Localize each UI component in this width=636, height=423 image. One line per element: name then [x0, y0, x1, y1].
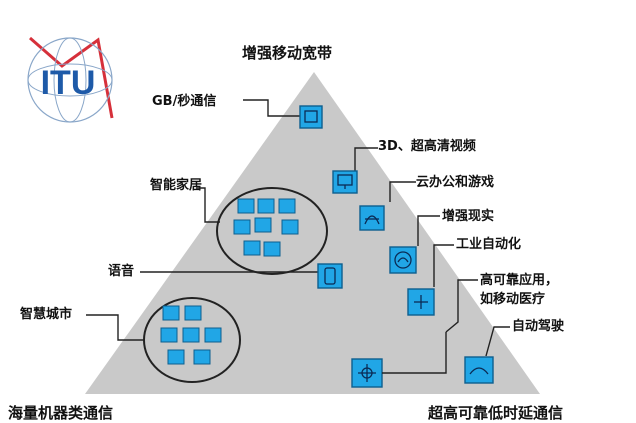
home-device-icon — [237, 198, 255, 214]
smart-home-leader — [196, 187, 220, 223]
smart-home-cluster — [216, 187, 328, 275]
lightning-bolt-icon — [29, 36, 114, 119]
city-device-icon — [193, 349, 211, 365]
gbps-label: GB/秒通信 — [152, 93, 216, 109]
gbps-icon — [299, 105, 323, 129]
uhd-video-label: 3D、超高清视频 — [378, 138, 476, 154]
city-device-icon — [184, 305, 202, 321]
smart-city-leader — [86, 314, 145, 341]
corner-bottom-left-label: 海量机器类通信 — [8, 404, 113, 422]
voice-label: 语音 — [108, 263, 134, 279]
monitor-icon — [332, 170, 358, 194]
phone-icon — [317, 263, 343, 289]
logo-text: ITU — [41, 64, 96, 102]
high-reliability-leader — [445, 279, 478, 333]
globe-latitude — [27, 63, 113, 97]
home-device-icon — [263, 241, 281, 257]
home-device-icon — [257, 198, 275, 214]
city-device-icon — [167, 349, 185, 365]
ar-glasses-icon — [389, 246, 417, 274]
itu-logo: ITU — [27, 36, 114, 123]
corner-top-label: 增强移动宽带 — [242, 44, 332, 62]
home-device-icon — [281, 219, 299, 235]
ar-label: 增强现实 — [442, 208, 494, 224]
smart-city-icons — [160, 305, 222, 365]
home-device-icon — [243, 240, 261, 256]
smart-city-label: 智慧城市 — [20, 306, 72, 322]
self-driving-label: 自动驾驶 — [512, 318, 564, 334]
city-device-icon — [204, 327, 222, 343]
smart-home-icons — [233, 198, 299, 257]
medical-leader — [382, 332, 447, 374]
uhd-video-leader — [354, 147, 378, 172]
robot-arm-icon — [407, 288, 435, 316]
corner-bottom-right-label: 超高可靠低时延通信 — [427, 404, 563, 422]
high-reliability-label-line1: 高可靠应用， — [480, 272, 558, 288]
home-device-icon — [233, 219, 251, 235]
home-device-icon — [254, 217, 272, 233]
ar-leader — [417, 215, 440, 246]
smart-home-label: 智能家居 — [150, 177, 202, 193]
city-device-icon — [182, 327, 200, 343]
gbps-leader — [243, 99, 300, 117]
car-icon — [464, 356, 494, 384]
self-driving-leader — [485, 326, 510, 357]
home-device-icon — [278, 198, 296, 214]
industrial-leader — [433, 244, 454, 287]
cloud-office-leader — [389, 181, 416, 202]
cloud-office-label: 云办公和游戏 — [416, 174, 494, 190]
smart-city-cluster — [143, 297, 241, 383]
globe-longitude — [53, 37, 87, 123]
medical-icon — [351, 358, 383, 388]
city-device-icon — [160, 327, 178, 343]
industrial-label: 工业自动化 — [456, 236, 521, 252]
city-device-icon — [162, 305, 180, 321]
high-reliability-label-line2: 如移动医疗 — [480, 291, 545, 307]
cloud-office-icon — [359, 205, 385, 231]
